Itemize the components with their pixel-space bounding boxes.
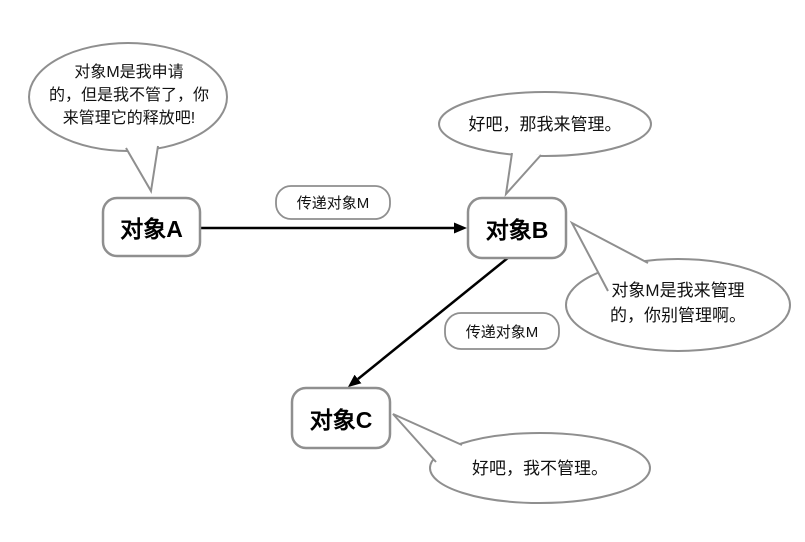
edge-label-b-to-c: 传递对象M bbox=[465, 323, 539, 341]
speech-text-a: 对象M是我申请 的，但是我不管了，你 来管理它的释放吧! bbox=[48, 64, 209, 128]
node-c-box bbox=[290, 386, 392, 450]
speech-bubble-b-top bbox=[438, 91, 652, 157]
edge-label-b-to-c-box bbox=[444, 312, 560, 350]
speech-bubble-b-right bbox=[565, 258, 791, 352]
speech-bubble-c-tail-icon bbox=[392, 413, 463, 463]
speech-bubble-a-tail-icon bbox=[125, 145, 159, 194]
node-b-box bbox=[466, 196, 568, 260]
node-c-label: 对象C bbox=[309, 407, 373, 433]
edge-label-a-to-b-box bbox=[275, 185, 391, 220]
speech-bubble-b-top-tail-icon bbox=[504, 152, 542, 198]
speech-text-b-right: 对象M是我来管理 的，你别管理啊。 bbox=[610, 281, 746, 325]
node-a-box bbox=[101, 196, 202, 258]
speech-text-c: 好吧，我不管理。 bbox=[472, 459, 608, 478]
node-a-label: 对象A bbox=[120, 216, 183, 242]
arrow-b-to-c-icon bbox=[347, 256, 510, 388]
speech-bubble-b-right-tail-icon bbox=[569, 220, 649, 292]
speech-text-b-top: 好吧，那我来管理。 bbox=[468, 115, 622, 134]
speech-bubble-c bbox=[429, 432, 651, 504]
edge-label-a-to-b: 传递对象M bbox=[296, 195, 370, 212]
node-b-label: 对象B bbox=[485, 217, 549, 243]
